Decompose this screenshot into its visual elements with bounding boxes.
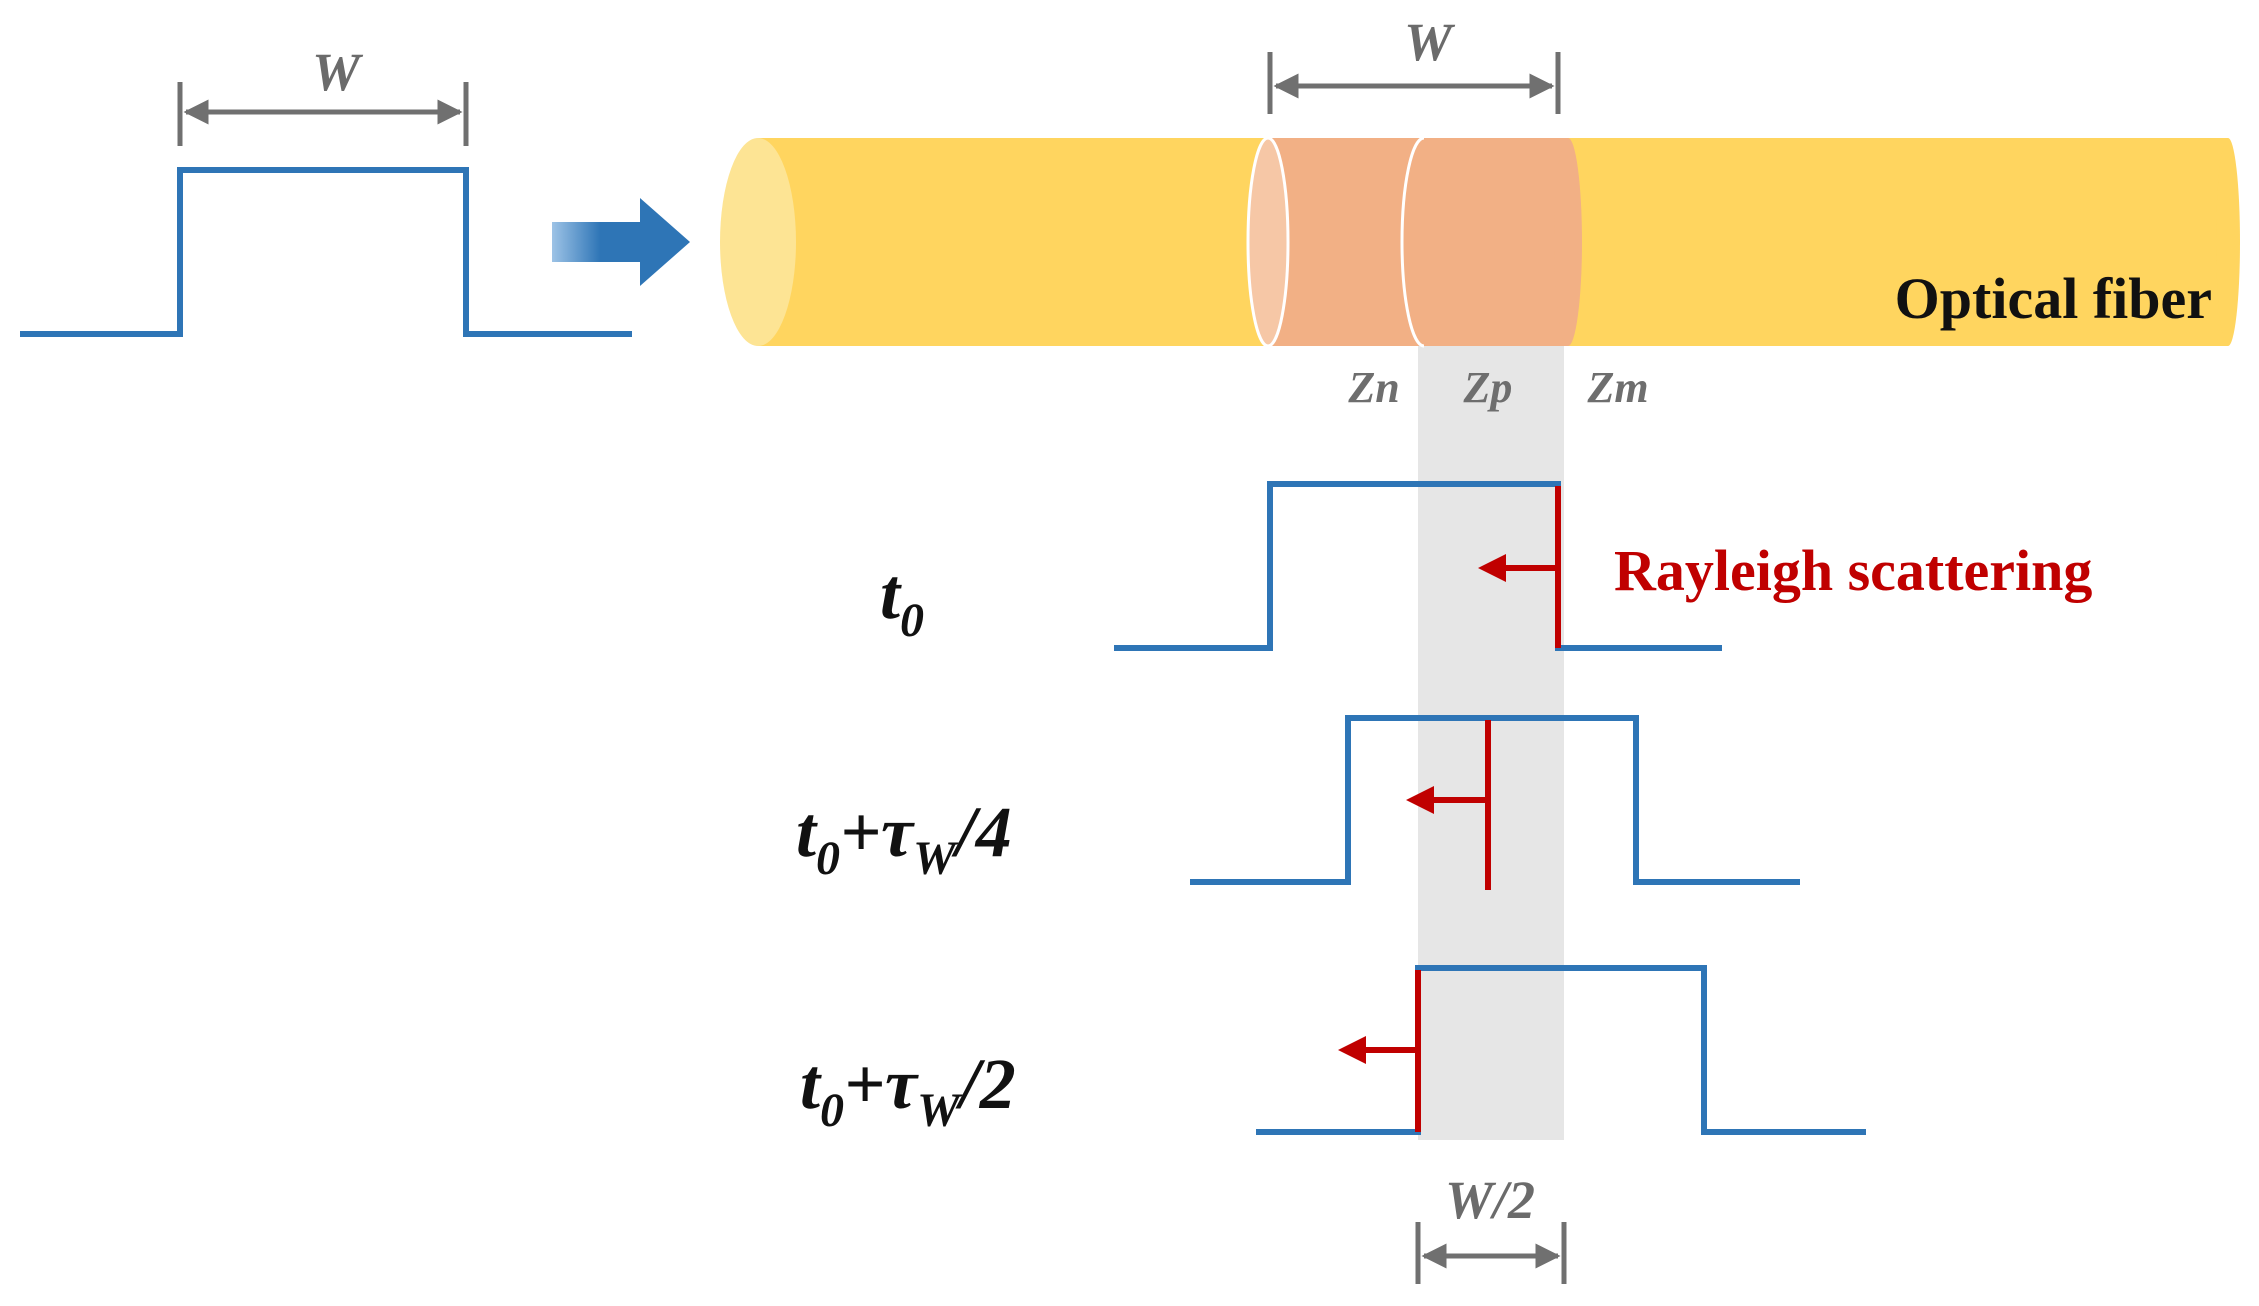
svg-text:W: W — [312, 42, 364, 102]
fiber-segment — [1268, 138, 1568, 346]
scatter-arrow-icon — [1338, 1036, 1366, 1064]
half-width-dimension: W/2 — [1415, 1170, 1567, 1284]
time-label-t0: t0 — [880, 554, 924, 647]
fiber-label: Optical fiber — [1895, 266, 2212, 331]
svg-text:W/2: W/2 — [1445, 1170, 1535, 1230]
scatter-arrow-icon — [1406, 786, 1434, 814]
segment-width-dimension: W — [1267, 12, 1561, 114]
position-label-zp: Zp — [1463, 363, 1513, 412]
position-label-zm: Zm — [1586, 363, 1648, 412]
pulse-t0-plus-quarter — [1190, 715, 1800, 890]
optical-fiber: Optical fiber — [720, 136, 2240, 348]
launch-arrow-icon — [552, 198, 690, 286]
scatter-arrow-icon — [1478, 554, 1506, 582]
time-label-t0-plus-half: t0+τW/2 — [800, 1044, 1016, 1137]
input-pulse: W — [20, 42, 632, 337]
pulse-t0: Rayleigh scattering — [1114, 481, 2092, 651]
position-label-zn: Zn — [1347, 363, 1399, 412]
svg-text:W: W — [1404, 12, 1456, 72]
scattering-label: Rayleigh scattering — [1614, 538, 2092, 603]
time-label-t0-plus-quarter: t0+τW/4 — [796, 792, 1012, 885]
pulse-t0-plus-half — [1256, 965, 1866, 1135]
fiber-end — [720, 138, 796, 346]
